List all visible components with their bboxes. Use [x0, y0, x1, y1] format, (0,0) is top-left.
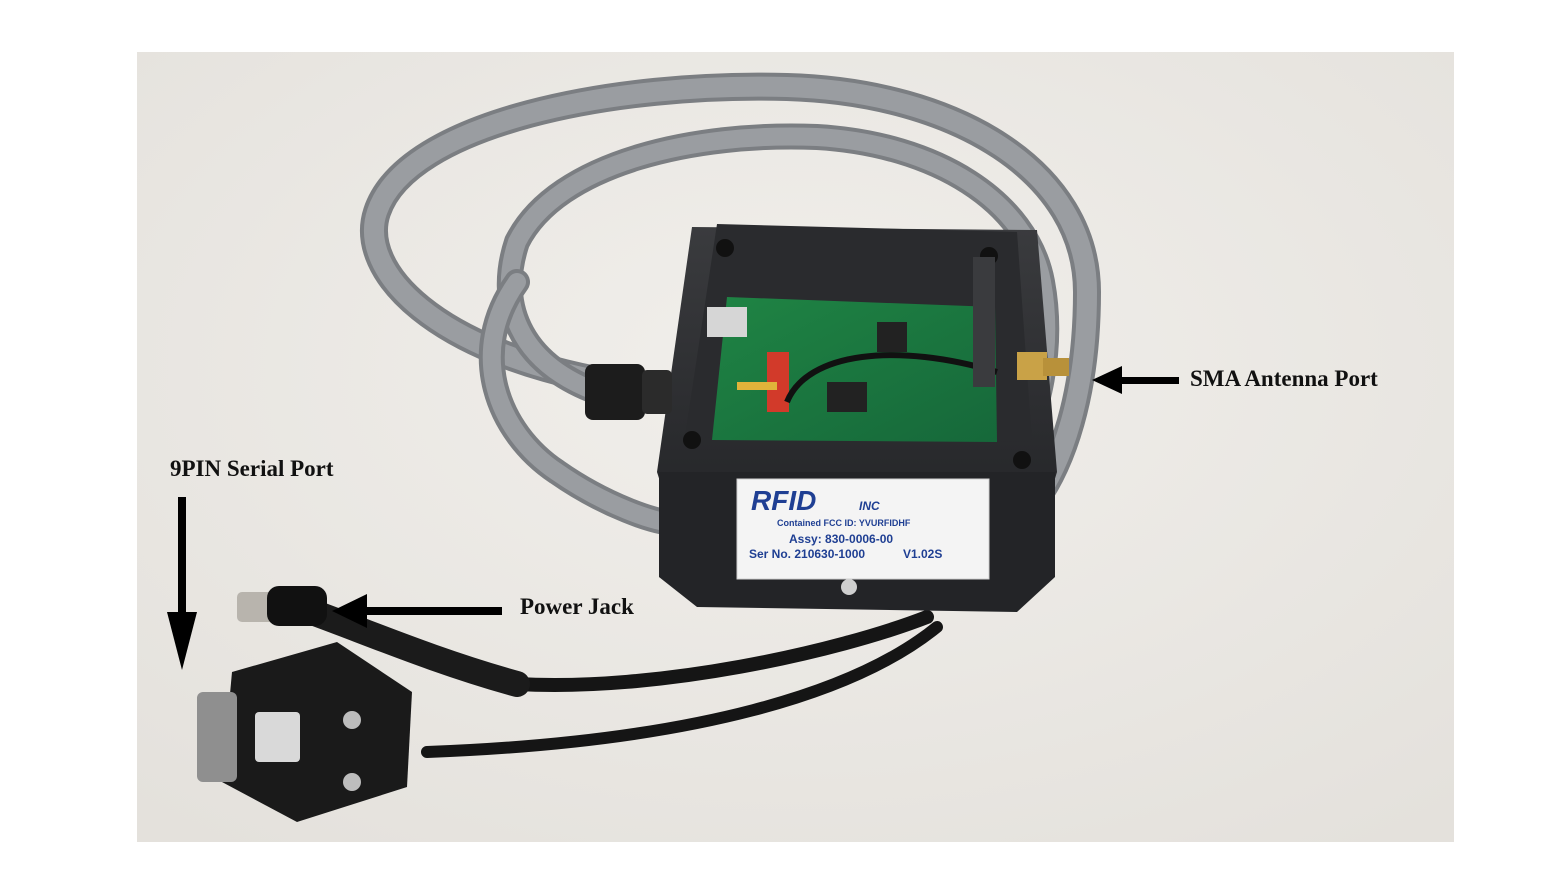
callout-arrows — [167, 366, 1179, 670]
power-jack-arrow — [332, 594, 502, 628]
serial-port-arrow — [167, 497, 197, 670]
black-cables — [299, 599, 943, 758]
sma-connector — [1017, 352, 1069, 380]
label-brand-suffix: INC — [859, 499, 880, 513]
db9-serial-connector — [197, 642, 412, 822]
callout-serial-port: 9PIN Serial Port — [170, 456, 334, 481]
label-fcc: Contained FCC ID: YVURFIDHF — [777, 518, 911, 528]
power-jack — [237, 586, 327, 626]
label-version: V1.02S — [903, 547, 942, 561]
product-photo: RFID INC Contained FCC ID: YVURFIDHF Ass… — [137, 52, 1454, 842]
label-assy: Assy: 830-0006-00 — [789, 532, 893, 546]
circuit-board — [712, 297, 997, 442]
device-label: RFID INC Contained FCC ID: YVURFIDHF Ass… — [736, 478, 990, 580]
callout-sma-antenna-port: SMA Antenna Port — [1190, 366, 1378, 391]
label-brand: RFID — [751, 485, 816, 516]
callout-power-jack: Power Jack — [520, 594, 634, 619]
sma-arrow — [1092, 366, 1179, 394]
cable-gland — [585, 364, 672, 420]
grey-cable-coil — [360, 72, 1102, 536]
label-serial: Ser No. 210630-1000 — [749, 547, 865, 561]
